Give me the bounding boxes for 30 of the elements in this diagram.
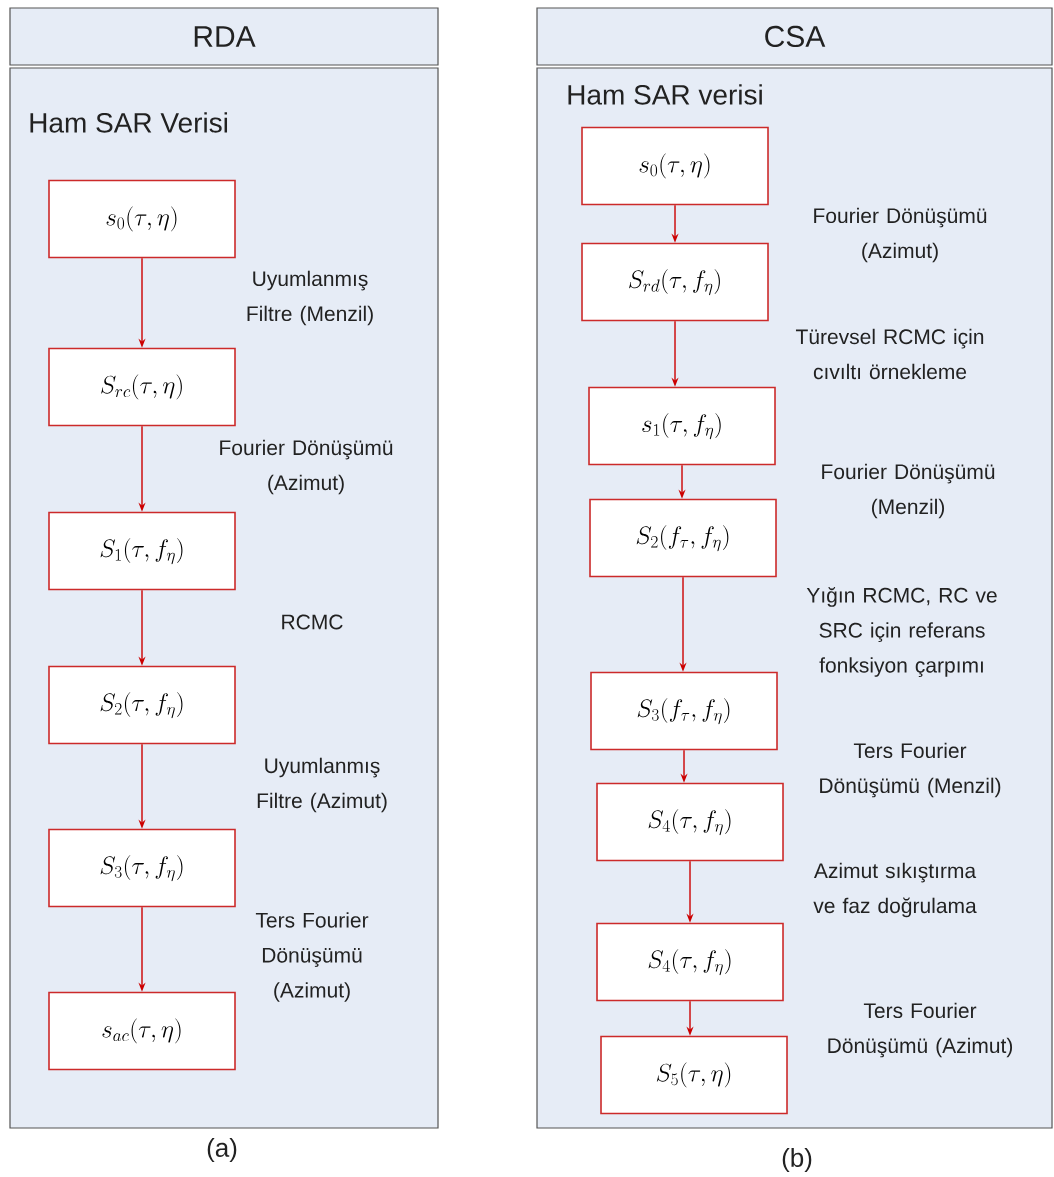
step-note: Azimut sıkıştırma ve faz doğrulama <box>813 862 977 918</box>
process-box: $S_2(\tau,f_\eta)$ <box>48 665 236 745</box>
process-box: $S_3(\tau,f_\eta)$ <box>48 828 236 908</box>
process-box: $S_4(\tau,f_\eta)$ <box>596 922 784 1002</box>
process-box: $s_0(\tau,\eta)$ <box>581 126 769 206</box>
process-box: $S_3(f_\tau,f_\eta)$ <box>590 671 778 751</box>
process-box: $S_{rd}(\tau,f_\eta)$ <box>581 242 769 322</box>
step-note: Uyumlanmış Filtre (Menzil) <box>247 270 373 326</box>
header-box: RDA <box>9 7 439 66</box>
caption: (b) <box>782 1147 812 1173</box>
step-note: Fourier Dönüşümü (Azimut) <box>814 207 987 263</box>
process-box: $S_{rc}(\tau,\eta)$ <box>48 347 236 427</box>
step-note: Ters Fourier Dönüşümü (Azimut) <box>255 912 369 1002</box>
step-note: Fourier Dönüşümü (Menzil) <box>822 463 995 519</box>
process-box: $s_{ac}(\tau,\eta)$ <box>48 991 236 1071</box>
process-box: $S_4(\tau,f_\eta)$ <box>596 782 784 862</box>
step-note: RCMC <box>282 614 343 630</box>
process-box: $S_2(f_\tau,f_\eta)$ <box>589 498 777 578</box>
process-box: $S_5(\tau,\eta)$ <box>600 1035 788 1115</box>
step-note: Türevsel RCMC için cıvıltı örnekleme <box>795 328 984 380</box>
step-note: Yığın RCMC, RC ve SRC için referans fonksiyon çarpımı <box>806 587 997 677</box>
process-box: $s_1(\tau,f_\eta)$ <box>588 386 776 466</box>
process-box: $s_0(\tau,\eta)$ <box>48 179 236 259</box>
process-box: $S_1(\tau,f_\eta)$ <box>48 511 236 591</box>
step-note: Fourier Dönüşümü (Azimut) <box>220 439 393 495</box>
step-note: Uyumlanmış Filtre (Azimut) <box>257 757 387 813</box>
step-note: Ters Fourier Dönüşümü (Menzil) <box>820 742 1001 798</box>
step-note: Ters Fourier Dönüşümü (Azimut) <box>828 1002 1013 1058</box>
header-box: CSA <box>536 7 1053 66</box>
caption: (a) <box>207 1137 237 1163</box>
